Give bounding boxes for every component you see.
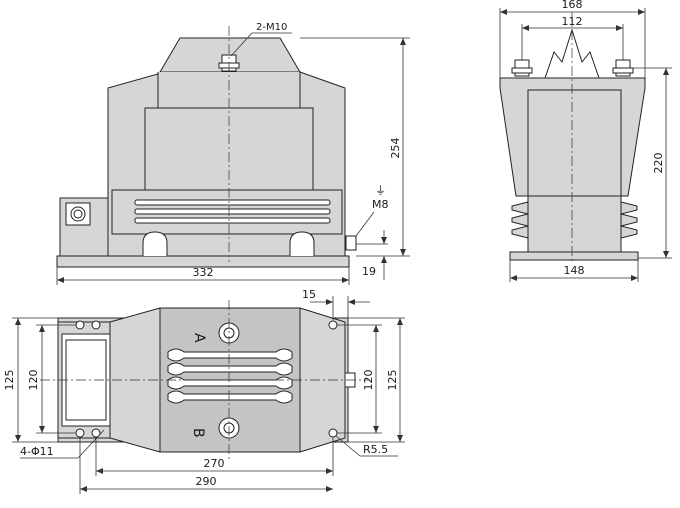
front-rib-2 xyxy=(134,208,331,215)
front-dimensions: 2-M10 254 ⏚ M8 19 332 xyxy=(56,22,410,285)
dim-120r-label: 120 xyxy=(362,370,375,391)
side-sheds-left xyxy=(511,201,529,239)
bolt-leader xyxy=(230,32,253,57)
dim-332-label: 332 xyxy=(193,266,214,279)
side-lower-column xyxy=(527,195,622,253)
terminal-b-label: B xyxy=(190,428,206,438)
front-rib-3 xyxy=(134,217,331,224)
front-foot-right xyxy=(289,231,315,256)
ground-leader xyxy=(355,211,375,237)
top-rib-2 xyxy=(167,362,293,376)
front-secondary-port-inner xyxy=(73,209,83,219)
front-secondary-port-icon xyxy=(70,206,86,222)
slot-leader xyxy=(335,435,361,457)
side-base-plate xyxy=(509,251,639,261)
terminal-a-label: A xyxy=(191,333,207,343)
dim-112-label: 112 xyxy=(562,15,583,28)
front-foot-left xyxy=(142,231,168,256)
mount-hole-tl2-icon xyxy=(91,320,101,330)
dim-19-label: 19 xyxy=(362,265,376,278)
top-rib-1 xyxy=(167,348,293,362)
dim-15-label: 15 xyxy=(302,288,316,301)
dim-290-label: 290 xyxy=(196,475,217,488)
dim-168-label: 168 xyxy=(562,0,583,11)
mount-hole-bl-icon xyxy=(75,428,85,438)
side-view xyxy=(499,12,646,262)
side-terminal-left-nut xyxy=(511,67,533,74)
side-terminal-right-nut xyxy=(612,67,634,74)
top-view: A B xyxy=(40,300,370,460)
top-rib-4 xyxy=(167,390,293,404)
front-rib-1 xyxy=(134,199,331,206)
side-dimensions: 168 112 220 148 xyxy=(499,0,672,282)
mount-hole-tl-icon xyxy=(75,320,85,330)
ground-thread-label: M8 xyxy=(372,198,389,211)
ground-symbol-icon: ⏚ xyxy=(375,184,386,197)
dim-125r-label: 125 xyxy=(386,370,399,391)
mount-hole-tr-icon xyxy=(328,320,338,330)
front-view xyxy=(56,26,357,268)
top-dimensions: 15 125 120 120 125 4-Φ11 R5.5 270 xyxy=(3,288,405,494)
side-sheds-right xyxy=(620,201,638,239)
front-ground-bolt-icon xyxy=(345,235,357,251)
dim-270-label: 270 xyxy=(204,457,225,470)
dim-254-label: 254 xyxy=(389,138,402,159)
dim-125l-label: 125 xyxy=(3,370,16,391)
side-core xyxy=(527,89,622,197)
dim-148-label: 148 xyxy=(564,264,585,277)
holes-leader xyxy=(77,429,105,459)
dim-220-label: 220 xyxy=(652,153,665,174)
mount-hole-br-icon xyxy=(328,428,338,438)
dim-120l-label: 120 xyxy=(27,370,40,391)
holes-callout-label: 4-Φ11 xyxy=(20,445,54,458)
slot-radius-label: R5.5 xyxy=(363,443,388,456)
bolt-callout-label: 2-M10 xyxy=(256,22,287,33)
